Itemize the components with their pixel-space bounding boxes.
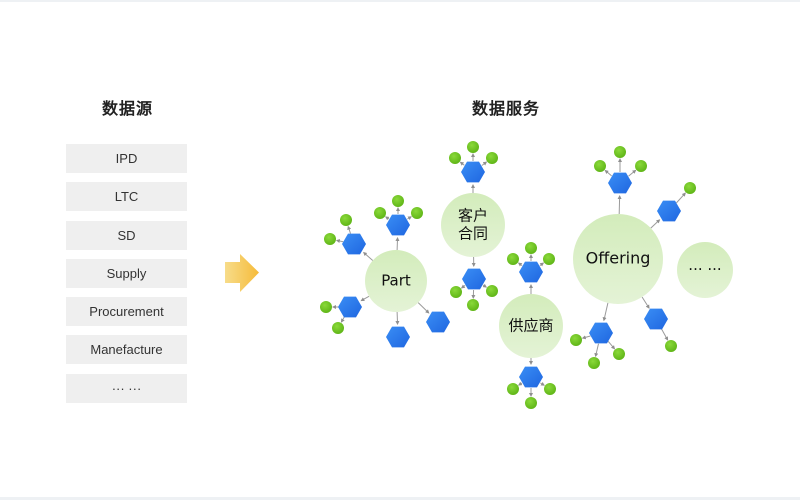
connector-line (335, 239, 344, 243)
leaf-dot (543, 253, 555, 265)
leaf-dot (324, 233, 336, 245)
attribute-hexagon (519, 366, 543, 388)
data-source-title: 数据源 (102, 99, 154, 118)
connector-line (460, 284, 466, 289)
leaf-dot (570, 334, 582, 346)
connector-line (347, 225, 352, 234)
connector-line (676, 192, 686, 204)
source-item-ltc: LTC (66, 182, 187, 212)
leaf-dot (525, 242, 537, 254)
connector-line (540, 381, 545, 386)
connector-line (650, 219, 661, 229)
connector-line (459, 161, 465, 166)
connector-line (628, 169, 637, 177)
attribute-hexagon (386, 214, 410, 236)
leaf-dots (320, 141, 696, 409)
source-item-manufacture: Manefacture (66, 335, 187, 365)
entity-circle-supplier (499, 294, 563, 358)
connector-line (660, 328, 669, 341)
connector-line (539, 262, 545, 267)
source-item-sd: SD (66, 220, 187, 250)
connector-line (482, 283, 488, 288)
leaf-dot (320, 301, 332, 313)
attribute-hexagon (426, 311, 450, 333)
source-item-supply: Supply (66, 258, 187, 288)
leaf-dot (614, 146, 626, 158)
entity-label-customer-contract: 合同 (458, 225, 488, 243)
connector-line (602, 302, 609, 322)
attribute-hexagons (338, 161, 681, 388)
bottom-border (0, 497, 800, 500)
connector-line (581, 335, 591, 340)
connector-line (384, 216, 390, 221)
data-service-title: 数据服务 (472, 99, 541, 118)
leaf-dot (374, 207, 386, 219)
leaf-dot (340, 214, 352, 226)
source-item-more: ··· ··· (66, 373, 187, 403)
entity-label-part: Part (381, 272, 411, 290)
source-item-ipd: IPD (66, 144, 187, 173)
entity-label-offering: Offering (586, 249, 651, 268)
connector-line (517, 262, 523, 267)
attribute-hexagon (608, 172, 632, 194)
attribute-hexagon (519, 261, 543, 283)
leaf-dot (332, 322, 344, 334)
leaf-dot (507, 383, 519, 395)
connector-line (417, 302, 430, 314)
entity-label-supplier: 供应商 (508, 317, 553, 335)
attribute-hexagon (386, 326, 410, 348)
entity-label-more: ··· ··· (688, 261, 721, 279)
leaf-dot (613, 348, 625, 360)
leaf-dot (525, 397, 537, 409)
connector-line (607, 341, 616, 350)
leaf-dot (411, 207, 423, 219)
entity-circle-part (365, 250, 427, 312)
connector-line (363, 251, 374, 261)
attribute-hexagon (462, 268, 486, 290)
leaf-dot (449, 152, 461, 164)
leaf-dot (684, 182, 696, 194)
entity-circle-customer-contract (441, 193, 505, 257)
attribute-hexagon (657, 200, 681, 222)
attribute-hexagon (589, 322, 613, 344)
entity-circles (365, 193, 733, 358)
attribute-hexagon (342, 233, 366, 255)
data-source-list: IPD LTC SD Supply Procurement Manefactur… (66, 144, 187, 412)
connector-line (340, 316, 345, 323)
attribute-hexagon (461, 161, 485, 183)
leaf-dot (665, 340, 677, 352)
leaf-dot (588, 357, 600, 369)
entity-circle-more (677, 242, 733, 298)
connector-line (481, 161, 488, 166)
attribute-hexagon (338, 296, 362, 318)
source-item-procurement: Procurement (66, 297, 187, 327)
connector-line (407, 216, 412, 221)
leaf-dot (486, 285, 498, 297)
leaf-dot (544, 383, 556, 395)
connector-line (604, 169, 612, 177)
connector-line (594, 343, 599, 358)
entity-label-customer-contract: 客户 (458, 207, 488, 225)
connector-line (641, 296, 650, 309)
connector-line (360, 295, 370, 302)
leaf-dot (467, 299, 479, 311)
leaf-dot (450, 286, 462, 298)
leaf-dot (392, 195, 404, 207)
leaf-dot (486, 152, 498, 164)
top-border (0, 0, 800, 2)
attribute-hexagon (644, 308, 668, 330)
connector-line (517, 381, 523, 386)
leaf-dot (594, 160, 606, 172)
entity-circle-offering (573, 214, 663, 304)
leaf-dot (635, 160, 647, 172)
leaf-dot (467, 141, 479, 153)
right-arrow-icon (225, 254, 259, 292)
leaf-dot (507, 253, 519, 265)
